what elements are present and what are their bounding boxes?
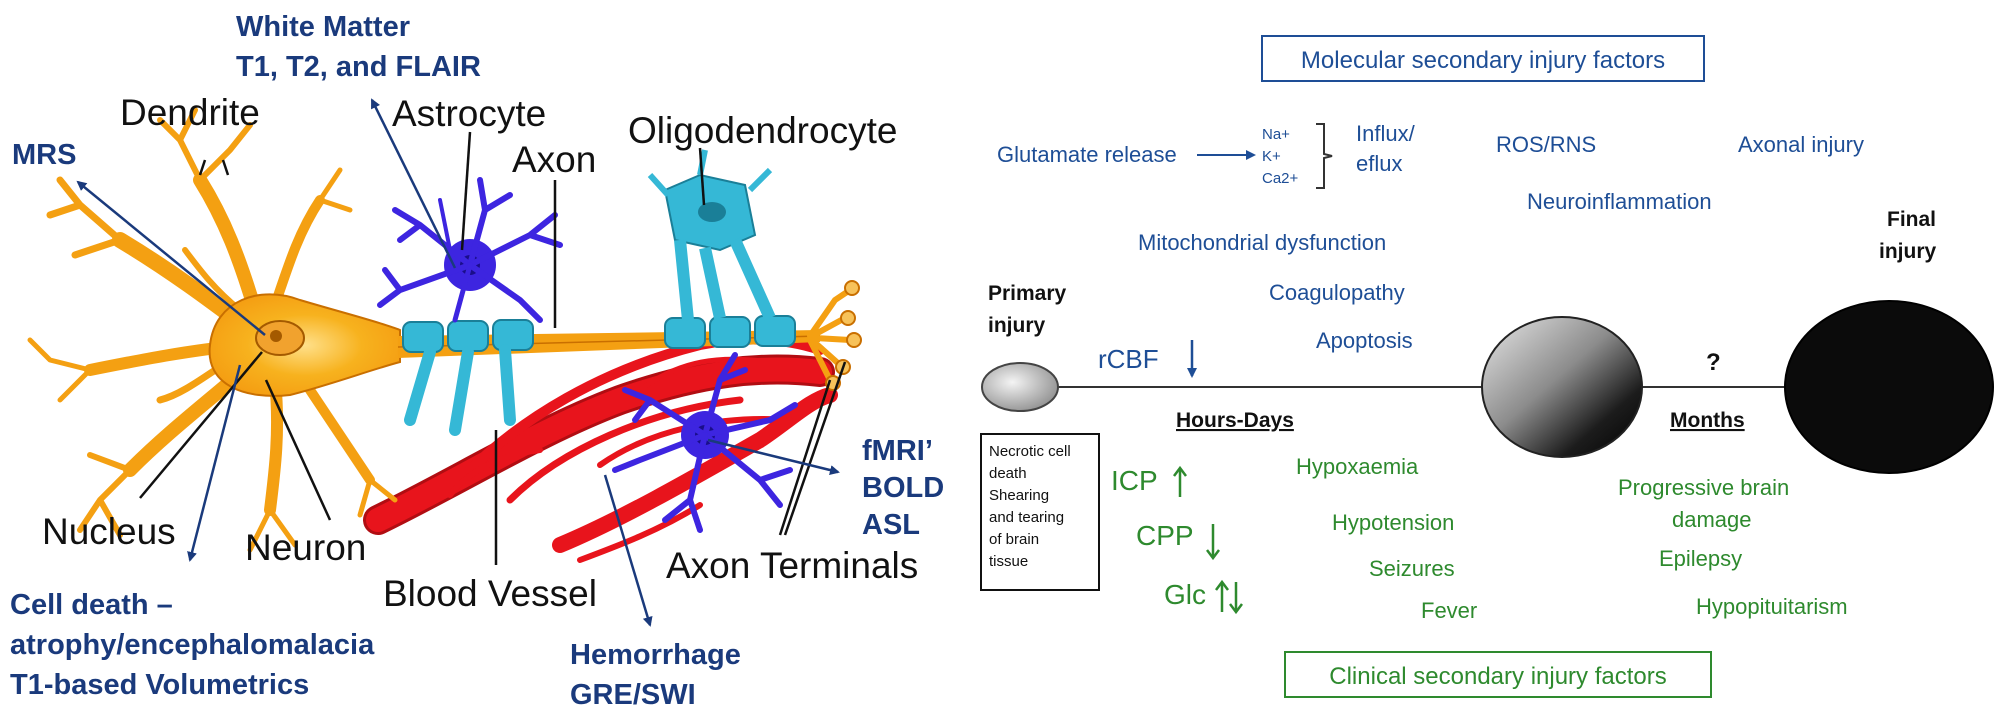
label-t1-t2-flair: T1, T2, and FLAIR bbox=[236, 51, 481, 83]
axon-terminals-shape bbox=[807, 287, 853, 383]
ion-k: K+ bbox=[1262, 148, 1281, 165]
label-axon-terminals: Axon Terminals bbox=[666, 545, 918, 586]
astrocyte-feet bbox=[404, 344, 516, 436]
myelin-sheaths bbox=[402, 315, 796, 353]
question-mark: ? bbox=[1706, 349, 1721, 376]
necrotic-box bbox=[980, 433, 1100, 591]
neuron-illustration: Dendrite Astrocyte Axon Oligodendrocyte … bbox=[10, 11, 944, 711]
hypotension: Hypotension bbox=[1332, 510, 1454, 535]
necrotic-line5: of brain bbox=[989, 531, 1039, 548]
label-t1-volumetrics: T1-based Volumetrics bbox=[10, 669, 309, 701]
eflux: eflux bbox=[1356, 151, 1402, 176]
injury-timeline: Molecular secondary injury factors Gluta… bbox=[980, 35, 1994, 698]
molecular-header-box bbox=[1261, 35, 1705, 82]
label-bold: BOLD bbox=[862, 472, 944, 504]
label-atrophy: atrophy/encephalomalacia bbox=[10, 629, 375, 661]
ion-na: Na+ bbox=[1262, 126, 1290, 143]
progressive-brain-damage-line1: Progressive brain bbox=[1618, 475, 1789, 500]
rcbf: rCBF bbox=[1098, 344, 1159, 374]
imaging-labels: White Matter T1, T2, and FLAIR MRS fMRI’… bbox=[10, 11, 944, 711]
epilepsy: Epilepsy bbox=[1659, 546, 1742, 571]
label-neuron: Neuron bbox=[245, 527, 366, 568]
hours-days: Hours-Days bbox=[1176, 409, 1294, 432]
label-dendrite: Dendrite bbox=[120, 92, 260, 133]
label-asl: ASL bbox=[862, 509, 920, 541]
necrotic-line6: tissue bbox=[989, 553, 1028, 570]
clinical-header-box bbox=[1284, 651, 1712, 698]
months: Months bbox=[1670, 409, 1745, 432]
axonal-injury: Axonal injury bbox=[1738, 132, 1864, 157]
label-cell-death: Cell death – bbox=[10, 589, 173, 621]
seizures: Seizures bbox=[1369, 556, 1455, 581]
label-blood-vessel: Blood Vessel bbox=[383, 573, 597, 614]
astrocyte-lower-shape bbox=[612, 352, 798, 533]
label-gre-swi: GRE/SWI bbox=[570, 679, 696, 711]
label-hemorrhage: Hemorrhage bbox=[570, 639, 741, 671]
ion-brace bbox=[1316, 123, 1333, 189]
glutamate-release: Glutamate release bbox=[997, 142, 1177, 167]
glc: Glc bbox=[1164, 579, 1206, 610]
primary-injury-line1: Primary bbox=[988, 282, 1067, 305]
cpp: CPP bbox=[1136, 520, 1194, 551]
primary-injury-line2: injury bbox=[988, 314, 1045, 337]
necrotic-line2: death bbox=[989, 465, 1027, 482]
necrotic-line1: Necrotic cell bbox=[989, 443, 1071, 460]
progressive-brain-damage-line2: damage bbox=[1672, 507, 1752, 532]
label-white-matter: White Matter bbox=[236, 11, 410, 43]
primary-injury-node bbox=[981, 362, 1059, 412]
apoptosis: Apoptosis bbox=[1316, 328, 1413, 353]
label-axon: Axon bbox=[512, 139, 596, 180]
imaging-arrows bbox=[76, 98, 840, 627]
hypoxaemia: Hypoxaemia bbox=[1296, 454, 1419, 479]
molecular-header: Molecular secondary injury factors bbox=[1301, 47, 1665, 74]
clinical-header: Clinical secondary injury factors bbox=[1329, 663, 1666, 690]
blood-vessel bbox=[363, 334, 838, 563]
fever: Fever bbox=[1421, 598, 1477, 623]
neuroinflammation: Neuroinflammation bbox=[1527, 189, 1712, 214]
astrocyte-shape bbox=[377, 177, 563, 323]
influx: Influx/ bbox=[1356, 121, 1416, 146]
ion-ca: Ca2+ bbox=[1262, 170, 1299, 187]
hypopituitarism: Hypopituitarism bbox=[1696, 594, 1848, 619]
label-astrocyte: Astrocyte bbox=[392, 93, 546, 134]
mitochondrial-dysfunction: Mitochondrial dysfunction bbox=[1138, 230, 1386, 255]
necrotic-line3: Shearing bbox=[989, 487, 1049, 504]
necrotic-line4: and tearing bbox=[989, 509, 1064, 526]
ros-rns: ROS/RNS bbox=[1496, 132, 1596, 157]
label-nucleus: Nucleus bbox=[42, 511, 176, 552]
label-mrs: MRS bbox=[12, 139, 76, 171]
final-injury-line1: Final bbox=[1887, 208, 1936, 231]
label-oligodendrocyte: Oligodendrocyte bbox=[628, 110, 897, 151]
final-injury-node bbox=[1784, 300, 1994, 474]
icp: ICP bbox=[1111, 465, 1158, 496]
label-fmri: fMRI’ bbox=[862, 435, 933, 467]
coagulopathy: Coagulopathy bbox=[1269, 280, 1405, 305]
final-injury-line2: injury bbox=[1879, 240, 1936, 263]
progression-node bbox=[1481, 316, 1643, 458]
oligodendrocyte-shape bbox=[647, 149, 776, 321]
label-pointers bbox=[139, 131, 847, 565]
anatomy-labels: Dendrite Astrocyte Axon Oligodendrocyte … bbox=[42, 92, 918, 614]
